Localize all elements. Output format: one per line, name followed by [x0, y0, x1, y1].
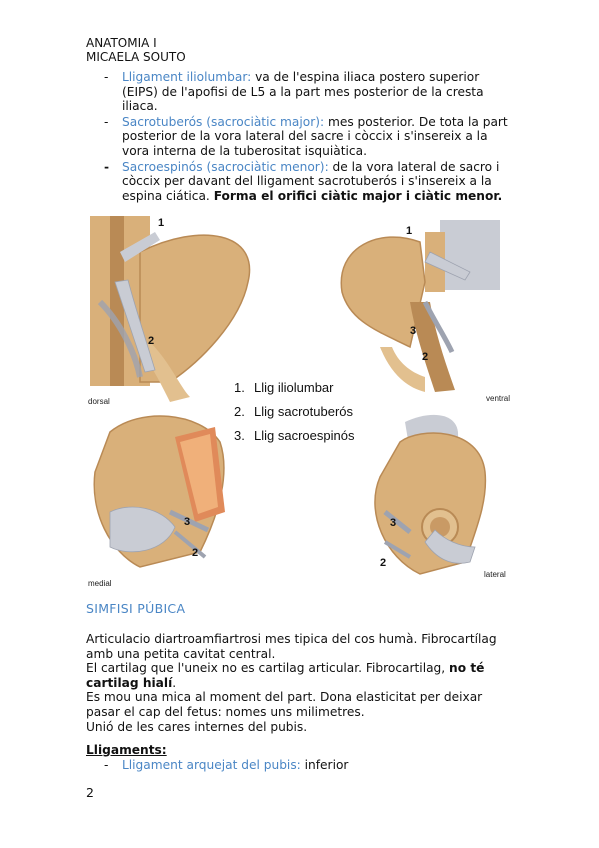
view-label-medial: medial — [88, 579, 112, 588]
legend-label: Llig sacroespinós — [254, 428, 355, 443]
paragraph-text: Unió de les cares internes del pubis. — [86, 719, 308, 734]
bullet-dash: - — [104, 159, 110, 174]
section-title-simfisi-pubica: SIMFISI PÚBICA — [86, 601, 186, 616]
legend-item-sacrotuberos: 2. Llig sacrotuberós — [234, 400, 354, 424]
bullet-sacroespinos: - Sacroespinós (sacrociàtic menor): de l… — [100, 160, 510, 204]
paragraph-text: El cartilag que l'uneix no es cartilag a… — [86, 661, 450, 676]
paragraph: Es mou una mica al moment del part. Dona… — [86, 690, 516, 719]
bullet-sacrotuberos: - Sacrotuberós (sacrociàtic major): mes … — [100, 115, 510, 159]
paragraph-text: Es mou una mica al moment del part. Dona… — [86, 690, 483, 719]
bullet-text: de la vora lateral de sacro i còccix per… — [122, 159, 500, 203]
bullet-term: Sacroespinós (sacrociàtic menor): — [122, 159, 329, 174]
ligament-item-arquejat: - Lligament arquejat del pubis: inferior — [100, 758, 510, 773]
marker-3-ventral: 3 — [410, 325, 416, 337]
ligaments-heading: Lligaments: — [86, 743, 167, 757]
legend-item-sacroespinos: 3. Llig sacroespinós — [234, 424, 354, 448]
view-label-dorsal: dorsal — [88, 397, 110, 406]
pelvis-illustrations: 1 2 1 3 2 3 2 — [90, 216, 500, 575]
marker-1-ventral: 1 — [406, 225, 412, 237]
paragraph-text: Articulacio diartroamfiartrosi mes tipic… — [86, 632, 497, 661]
bullet-text: va de l'espina iliaca postero superior (… — [122, 70, 484, 114]
legend-number: 2. — [234, 404, 245, 419]
bullet-dash: - — [104, 758, 109, 772]
view-label-ventral: ventral — [486, 394, 511, 403]
dorsal-view-illustration: 1 2 — [90, 216, 251, 402]
ligament-text: inferior — [300, 758, 349, 772]
marker-3-lateral: 3 — [390, 517, 396, 529]
pelvis-ligament-figure: 1 2 1 3 2 3 2 — [80, 212, 520, 592]
marker-2-lateral: 2 — [380, 557, 386, 569]
legend-item-iliolumbar: 1. Llig iliolumbar — [234, 376, 354, 400]
bullet-term: Lligament iliolumbar: — [122, 70, 252, 84]
bullet-term: Sacrotuberós (sacrociàtic major): — [122, 114, 325, 129]
pubic-ligament-list: - Lligament arquejat del pubis: inferior — [100, 758, 510, 773]
marker-3-medial: 3 — [184, 516, 190, 528]
legend-label: Llig sacrotuberós — [254, 404, 353, 419]
marker-2-medial: 2 — [192, 547, 198, 559]
simfisi-description: Articulacio diartroamfiartrosi mes tipic… — [86, 632, 516, 734]
legend-number: 1. — [234, 380, 245, 395]
bullet-dash: - — [104, 70, 109, 84]
document-header: ANATOMIA I MICAELA SOUTO — [86, 36, 186, 64]
page-number: 2 — [86, 785, 94, 800]
header-author: MICAELA SOUTO — [86, 50, 186, 64]
paragraph: Unió de les cares internes del pubis. — [86, 720, 516, 735]
paragraph-tail: . — [172, 675, 177, 690]
view-label-lateral: lateral — [484, 570, 506, 579]
ligament-term: Lligament arquejat del pubis: — [122, 758, 301, 772]
ligament-bullet-list: - Lligament iliolumbar: va de l'espina i… — [100, 70, 510, 204]
paragraph: Articulacio diartroamfiartrosi mes tipic… — [86, 632, 516, 661]
paragraph: El cartilag que l'uneix no es cartilag a… — [86, 661, 516, 690]
marker-2-dorsal: 2 — [148, 335, 154, 347]
bullet-iliolumbar: - Lligament iliolumbar: va de l'espina i… — [100, 70, 510, 114]
bullet-bold-text: Forma el orifici ciàtic major i ciàtic m… — [213, 188, 503, 203]
bullet-dash: - — [104, 114, 109, 129]
header-course: ANATOMIA I — [86, 36, 157, 50]
ventral-view-illustration: 1 3 2 — [340, 220, 500, 392]
legend-label: Llig iliolumbar — [254, 380, 334, 395]
marker-1-dorsal: 1 — [158, 217, 164, 229]
bullet-text: mes posterior. De tota la part posterior… — [122, 114, 508, 158]
medial-view-illustration: 3 2 — [93, 415, 225, 568]
legend-number: 3. — [234, 428, 245, 443]
marker-2-ventral: 2 — [422, 351, 428, 363]
paragraph-bold-text: no té cartilag hialí — [86, 661, 485, 690]
figure-legend: 1. Llig iliolumbar 2. Llig sacrotuberós 3.… — [234, 376, 354, 448]
lateral-view-illustration: 3 2 — [374, 414, 487, 575]
